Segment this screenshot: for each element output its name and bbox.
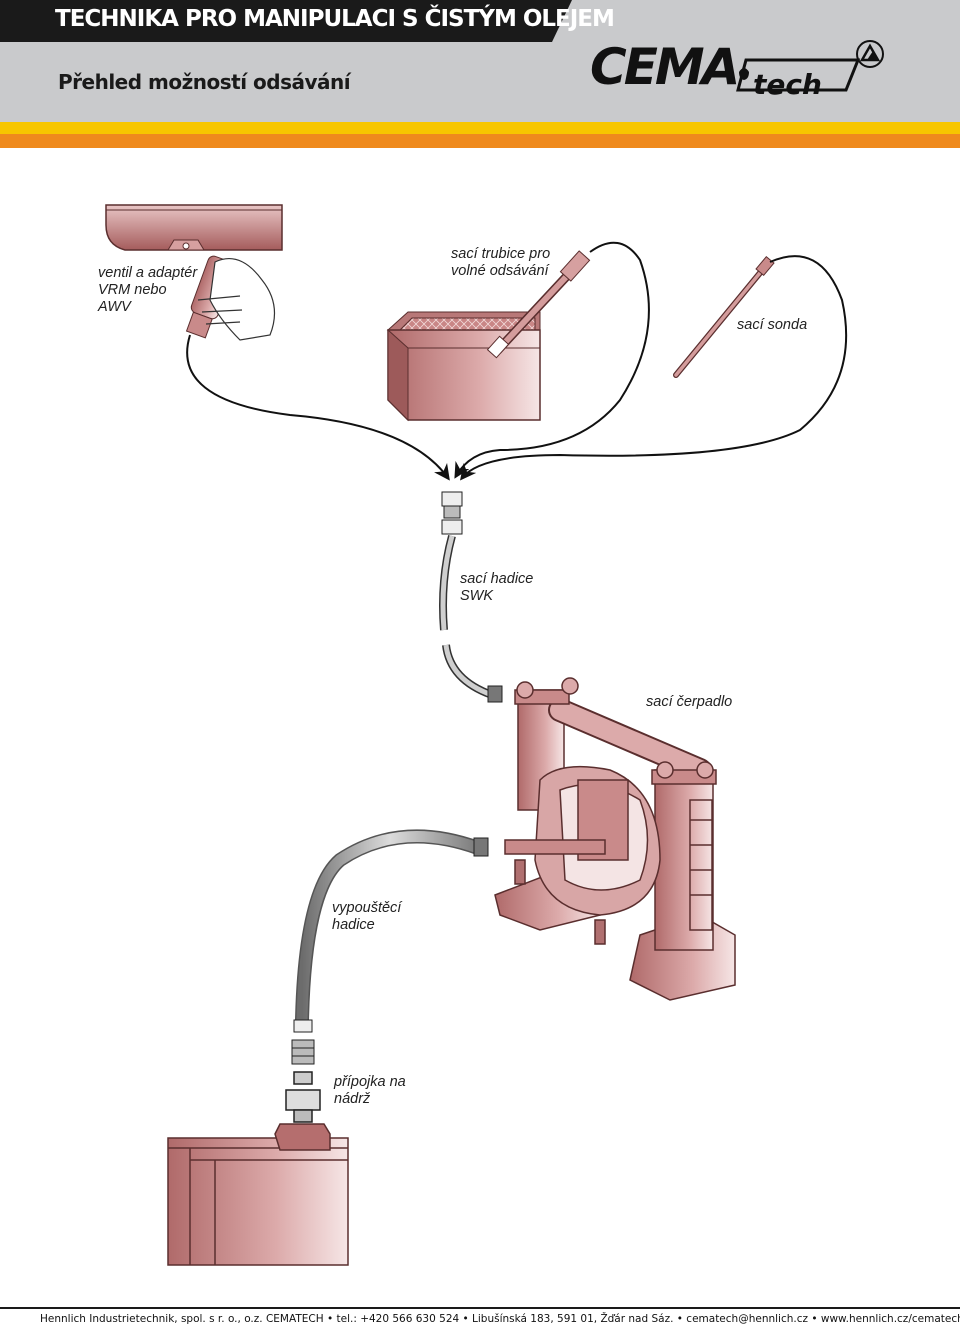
label-connection-line2: nádrž — [334, 1091, 371, 1107]
accent-stripe-orange — [0, 134, 960, 148]
logo-main-text: CEMA — [590, 38, 740, 96]
suction-hose-swk — [439, 491, 503, 703]
label-suction-probe: sací sonda — [737, 317, 808, 333]
discharge-hose — [291, 829, 489, 1065]
document-subtitle: Přehled možností odsávání — [58, 70, 351, 94]
accent-stripe-yellow — [0, 122, 960, 134]
document-title: TECHNIKA PRO MANIPULACI S ČISTÝM OLEJEM — [55, 6, 615, 32]
title-tab: TECHNIKA PRO MANIPULACI S ČISTÝM OLEJEM — [0, 0, 615, 42]
label-discharge-line1: vypouštěcí — [332, 900, 402, 916]
drip-tray — [386, 311, 541, 422]
suction-probe — [673, 255, 775, 378]
logo-shape-icon — [736, 40, 884, 92]
label-connection-line1: přípojka na — [334, 1074, 406, 1090]
footer-divider — [0, 1307, 960, 1309]
label-tube-line2: volné odsávání — [451, 263, 549, 279]
label-suction-hose: sací hadice SWK — [460, 571, 533, 605]
label-tube-line1: sací trubice pro — [451, 246, 551, 262]
extraction-diagram — [105, 204, 848, 1266]
label-valve-adapter: ventil a adaptér VRM nebo AWV — [98, 265, 197, 316]
label-valve-line3: AWV — [98, 299, 131, 315]
label-tank-connection: přípojka na nádrž — [334, 1074, 406, 1108]
label-hose-line1: sací hadice — [460, 571, 534, 587]
suction-tube — [486, 250, 591, 359]
label-suction-tube: sací trubice pro volné odsávání — [451, 246, 550, 280]
label-valve-line2: VRM nebo — [98, 282, 167, 298]
oil-tank-valve — [105, 204, 283, 341]
label-hose-line2: SWK — [460, 588, 494, 604]
diaphragm-pump — [494, 677, 736, 1001]
label-discharge-line2: hadice — [332, 917, 375, 933]
footer-contact: Hennlich Industrietechnik, spol. s r. o.… — [40, 1313, 960, 1325]
logo-tech-text: tech — [753, 68, 822, 101]
title-tab-shape — [0, 0, 572, 42]
tank-connection — [167, 1071, 349, 1266]
label-valve-line1: ventil a adaptér — [98, 265, 198, 281]
label-suction-pump: sací čerpadlo — [646, 694, 733, 710]
cematech-logo: CEMA tech — [588, 32, 888, 104]
feed-hoses — [186, 241, 848, 481]
label-discharge-hose: vypouštěcí hadice — [332, 900, 401, 934]
